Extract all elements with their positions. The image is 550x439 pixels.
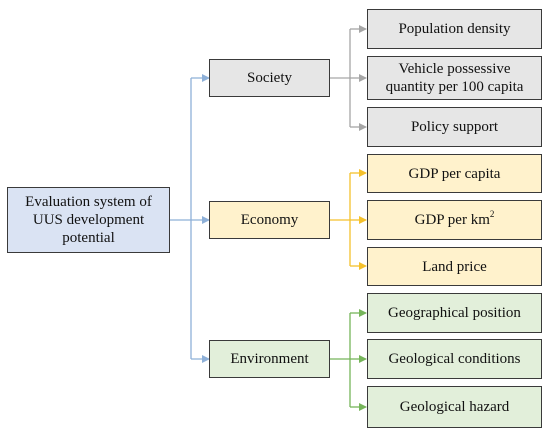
root-label: Evaluation system of UUS development pot…	[25, 194, 152, 246]
root-node: Evaluation system of UUS development pot…	[7, 187, 170, 253]
indicator-label: Population density	[398, 21, 511, 37]
indicator-label: GDP per km	[414, 212, 490, 228]
indicator-label: Policy support	[410, 119, 499, 135]
indicator-geological-conditions: Geological conditions	[367, 339, 542, 379]
indicator-policy-support: Policy support	[367, 107, 542, 147]
indicator-label-wrap: GDP per km2	[414, 209, 495, 229]
indicator-label: Vehicle possessive quantity per 100 capi…	[385, 61, 524, 95]
root-connector	[170, 74, 210, 363]
category-economy-label: Economy	[240, 212, 299, 228]
indicator-label: Geographical position	[388, 305, 521, 321]
indicator-land-price: Land price	[367, 247, 542, 286]
society-connector	[330, 25, 367, 131]
indicator-geographical-position: Geographical position	[367, 293, 542, 333]
indicator-gdp-per-capita: GDP per capita	[367, 154, 542, 193]
indicator-geological-hazard: Geological hazard	[367, 386, 542, 428]
indicator-vehicle-quantity: Vehicle possessive quantity per 100 capi…	[367, 56, 542, 100]
superscript-two: 2	[489, 209, 495, 219]
category-environment: Environment	[209, 340, 330, 378]
indicator-label: GDP per capita	[408, 165, 501, 182]
category-society-label: Society	[247, 70, 292, 86]
economy-connector	[330, 169, 367, 270]
indicator-population-density: Population density	[367, 9, 542, 49]
indicator-label: Land price	[422, 258, 487, 275]
category-environment-label: Environment	[230, 351, 309, 367]
category-economy: Economy	[209, 201, 330, 239]
category-society: Society	[209, 59, 330, 97]
environment-connector	[330, 309, 367, 411]
indicator-label: Geological conditions	[388, 351, 521, 367]
indicator-gdp-per-km2: GDP per km2	[367, 200, 542, 240]
indicator-label: Geological hazard	[399, 399, 510, 415]
